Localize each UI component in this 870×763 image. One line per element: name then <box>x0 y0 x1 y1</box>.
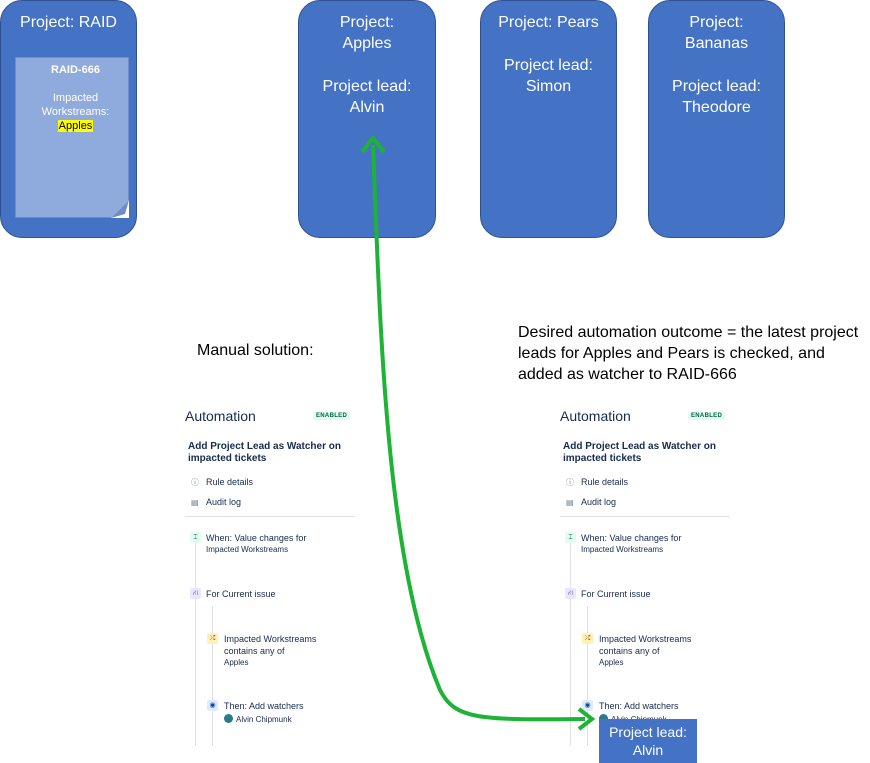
arrow-head-bottom <box>577 707 596 731</box>
arrow-path <box>371 144 586 722</box>
divider <box>185 516 355 517</box>
manual-caption: Manual solution: <box>197 342 314 359</box>
menu-item-label: Rule details <box>206 477 254 487</box>
trigger-step[interactable]: When: Value changes for Impacted Workstr… <box>206 532 306 556</box>
menu-item-rule-details[interactable]: ⓘ Rule details <box>566 477 628 488</box>
watcher-name: Alvin Chipmunk <box>236 715 292 724</box>
automation-title: Automation <box>185 408 256 424</box>
condition-sub: Apples <box>224 658 249 667</box>
avatar <box>599 714 608 723</box>
condition-icon: ⤮ <box>207 633 218 644</box>
condition-title: Impacted Workstreams contains any of <box>224 634 317 656</box>
trigger-icon: ⌶ <box>190 532 201 543</box>
menu-item-rule-details[interactable]: ⓘ Rule details <box>191 477 253 488</box>
branch-step[interactable]: For Current issue <box>206 588 276 600</box>
page-curl-icon <box>111 200 129 218</box>
raid-ticket-id: RAID-666 <box>51 64 100 76</box>
status-badge: ENABLED <box>688 412 726 420</box>
project-apples-title: Project: Apples <box>339 14 395 52</box>
divider <box>560 516 730 517</box>
condition-sub: Apples <box>599 658 624 667</box>
watch-icon: ◉ <box>207 700 218 711</box>
info-icon: ⓘ <box>191 478 199 487</box>
trigger-sub: Impacted Workstreams <box>581 545 664 554</box>
project-pears-lead: Project lead: Simon <box>504 57 593 95</box>
action-title: Then: Add watchers <box>224 701 304 711</box>
raid-ticket: RAID-666 Impacted Workstreams: Apples <box>15 57 129 218</box>
project-pears-title: Project: Pears <box>498 14 599 31</box>
trigger-step[interactable]: When: Value changes for Impacted Workstr… <box>581 532 681 556</box>
watch-icon: ◉ <box>582 700 593 711</box>
branch-line <box>587 606 588 746</box>
rule-name: Add Project Lead as Watcher on impacted … <box>188 441 341 464</box>
project-bananas-title: Project: Bananas <box>684 14 749 52</box>
project-raid-title: Project: RAID <box>20 14 117 31</box>
branch-line <box>212 606 213 746</box>
info-icon: ⓘ <box>566 478 574 487</box>
branch-title: For Current issue <box>206 589 276 599</box>
automation-panel-manual: Automation ENABLED Add Project Lead as W… <box>185 401 360 746</box>
branch-icon: ⛙ <box>190 588 201 599</box>
condition-title: Impacted Workstreams contains any of <box>599 634 692 656</box>
project-bananas-card: Project: Bananas Project lead: Theodore <box>648 0 785 238</box>
outcome-project-lead-box: Project lead: Alvin <box>599 719 697 763</box>
branch-title: For Current issue <box>581 589 651 599</box>
project-raid-card: Project: RAID RAID-666 Impacted Workstre… <box>0 0 137 238</box>
action-step[interactable]: Then: Add watchers Alvin Chipmunk <box>224 700 304 726</box>
automation-panel-desired: Automation ENABLED Add Project Lead as W… <box>560 401 735 746</box>
raid-ticket-field-label: Impacted Workstreams: <box>41 92 110 118</box>
log-icon: ▤ <box>566 498 574 507</box>
status-badge: ENABLED <box>313 412 351 420</box>
menu-item-label: Audit log <box>206 497 242 507</box>
trigger-icon: ⌶ <box>565 532 576 543</box>
avatar <box>224 714 233 723</box>
trigger-sub: Impacted Workstreams <box>206 545 289 554</box>
branch-step[interactable]: For Current issue <box>581 588 651 600</box>
arrow-head-top <box>360 134 386 154</box>
branch-icon: ⛙ <box>565 588 576 599</box>
automation-title: Automation <box>560 408 631 424</box>
flow-line <box>570 541 571 746</box>
project-pears-card: Project: Pears Project lead: Simon <box>480 0 617 238</box>
log-icon: ▤ <box>191 498 199 507</box>
trigger-title: When: Value changes for <box>581 533 682 543</box>
raid-ticket-field-value: Apples <box>57 120 94 132</box>
flow-line <box>195 541 196 746</box>
menu-item-audit-log[interactable]: ▤ Audit log <box>191 497 241 507</box>
condition-step[interactable]: Impacted Workstreams contains any of App… <box>599 633 691 669</box>
condition-step[interactable]: Impacted Workstreams contains any of App… <box>224 633 316 669</box>
trigger-title: When: Value changes for <box>206 533 307 543</box>
action-title: Then: Add watchers <box>599 701 679 711</box>
project-bananas-lead: Project lead: Theodore <box>672 78 761 116</box>
project-apples-lead: Project lead: Alvin <box>322 78 412 116</box>
menu-item-audit-log[interactable]: ▤ Audit log <box>566 497 616 507</box>
desired-caption: Desired automation outcome = the latest … <box>518 324 859 383</box>
rule-name: Add Project Lead as Watcher on impacted … <box>563 441 716 464</box>
condition-icon: ⤮ <box>582 633 593 644</box>
project-apples-card: Project: Apples Project lead: Alvin <box>298 0 436 238</box>
menu-item-label: Audit log <box>581 497 617 507</box>
menu-item-label: Rule details <box>581 477 629 487</box>
